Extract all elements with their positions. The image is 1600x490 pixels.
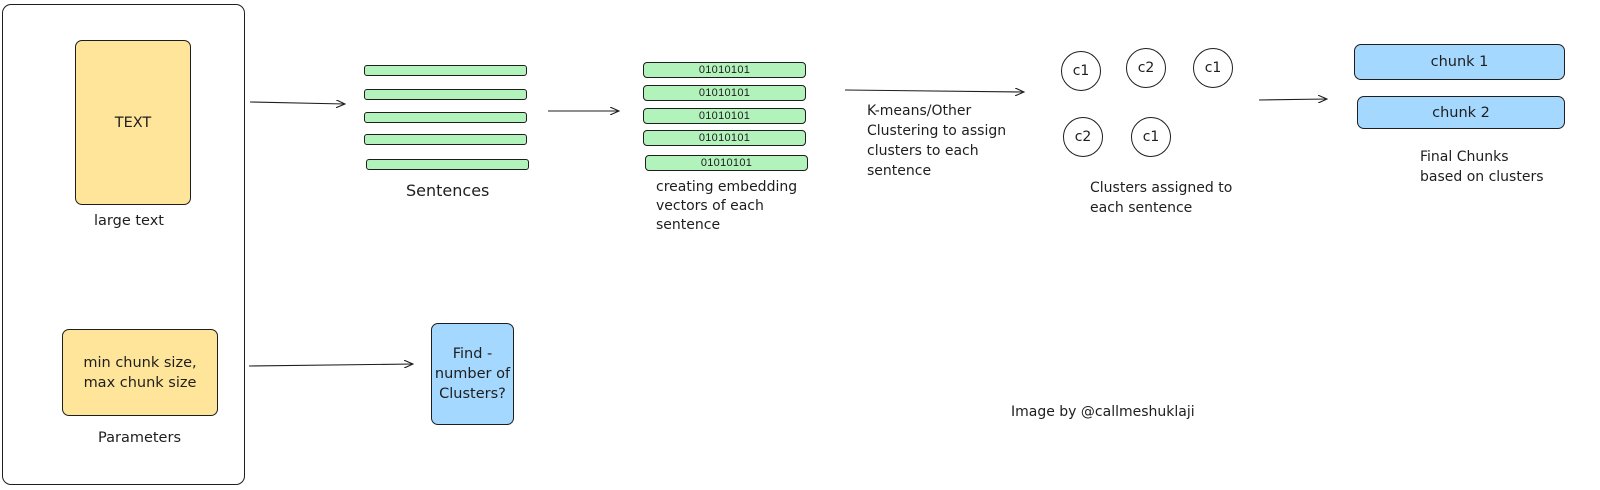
sentence-bar <box>364 89 527 100</box>
arrow-clusters-to-chunks <box>1258 99 1327 100</box>
cluster-circle: c2 <box>1126 48 1166 88</box>
embedding-value: 01010101 <box>698 87 751 99</box>
input-container <box>2 4 245 485</box>
sentence-bar <box>366 159 529 170</box>
clustering-line-1: K-means/Other <box>867 103 972 119</box>
chunk-box: chunk 1 <box>1354 44 1565 80</box>
text-box: TEXT <box>75 40 191 205</box>
cluster-label: c1 <box>1204 60 1222 76</box>
parameters-caption: Parameters <box>98 430 181 446</box>
cluster-label: c1 <box>1142 129 1160 145</box>
embedding-row: 01010101 <box>643 62 806 78</box>
chunks-caption-line-2: based on clusters <box>1420 169 1544 185</box>
large-text-caption: large text <box>94 213 164 229</box>
arrow-embeddings-to-clusters <box>844 90 1024 92</box>
arrow-params-to-find <box>248 364 413 366</box>
clustering-line-2: Clustering to assign <box>867 123 1007 139</box>
clusters-caption-line-2: each sentence <box>1090 200 1193 216</box>
embedding-value: 01010101 <box>698 110 751 122</box>
find-clusters-line-2: number of <box>434 366 511 382</box>
image-credit: Image by @callmeshuklaji <box>1011 404 1195 420</box>
text-box-label: TEXT <box>114 114 152 131</box>
embedding-row: 01010101 <box>643 108 806 124</box>
clusters-caption: Clusters assigned to each sentence <box>1090 178 1232 218</box>
cluster-circle: c2 <box>1063 117 1103 157</box>
cluster-label: c2 <box>1074 129 1092 145</box>
sentence-bar <box>364 112 527 123</box>
clustering-line-4: sentence <box>867 163 932 179</box>
find-clusters-box: Find - number of Clusters? <box>431 323 514 425</box>
find-clusters-line-1: Find - <box>452 346 493 362</box>
embedding-row: 01010101 <box>643 85 806 101</box>
chunk-label: chunk 1 <box>1430 54 1489 70</box>
parameters-line-2: max chunk size <box>83 374 197 391</box>
chunk-box: chunk 2 <box>1357 96 1565 129</box>
embedding-caption-line-3: sentence <box>656 217 721 233</box>
embedding-row: 01010101 <box>643 130 806 146</box>
clusters-caption-line-1: Clusters assigned to <box>1090 180 1233 196</box>
parameters-box: min chunk size, max chunk size <box>62 329 218 416</box>
sentence-bar <box>364 134 527 145</box>
embedding-caption: creating embedding vectors of each sente… <box>656 178 797 235</box>
sentences-caption: Sentences <box>406 181 490 200</box>
chunks-caption: Final Chunks based on clusters <box>1420 147 1544 187</box>
embedding-value: 01010101 <box>700 157 753 169</box>
cluster-circle: c1 <box>1131 117 1171 157</box>
clustering-line-3: clusters to each <box>867 143 979 159</box>
cluster-circle: c1 <box>1061 51 1101 91</box>
embedding-row: 01010101 <box>645 155 808 171</box>
cluster-circle: c1 <box>1193 48 1233 88</box>
arrow-text-to-sentences <box>249 102 345 104</box>
parameters-line-1: min chunk size, <box>83 354 197 371</box>
clustering-caption: K-means/Other Clustering to assign clust… <box>867 101 1006 181</box>
embedding-caption-line-1: creating embedding <box>656 179 798 195</box>
embedding-value: 01010101 <box>698 64 751 76</box>
sentence-bar <box>364 65 527 76</box>
cluster-label: c2 <box>1137 60 1155 76</box>
chunk-label: chunk 2 <box>1432 104 1490 121</box>
find-clusters-line-3: Clusters? <box>439 386 506 402</box>
cluster-label: c1 <box>1072 63 1090 79</box>
embedding-value: 01010101 <box>698 132 751 144</box>
embedding-caption-line-2: vectors of each <box>656 198 764 214</box>
chunks-caption-line-1: Final Chunks <box>1420 149 1509 165</box>
